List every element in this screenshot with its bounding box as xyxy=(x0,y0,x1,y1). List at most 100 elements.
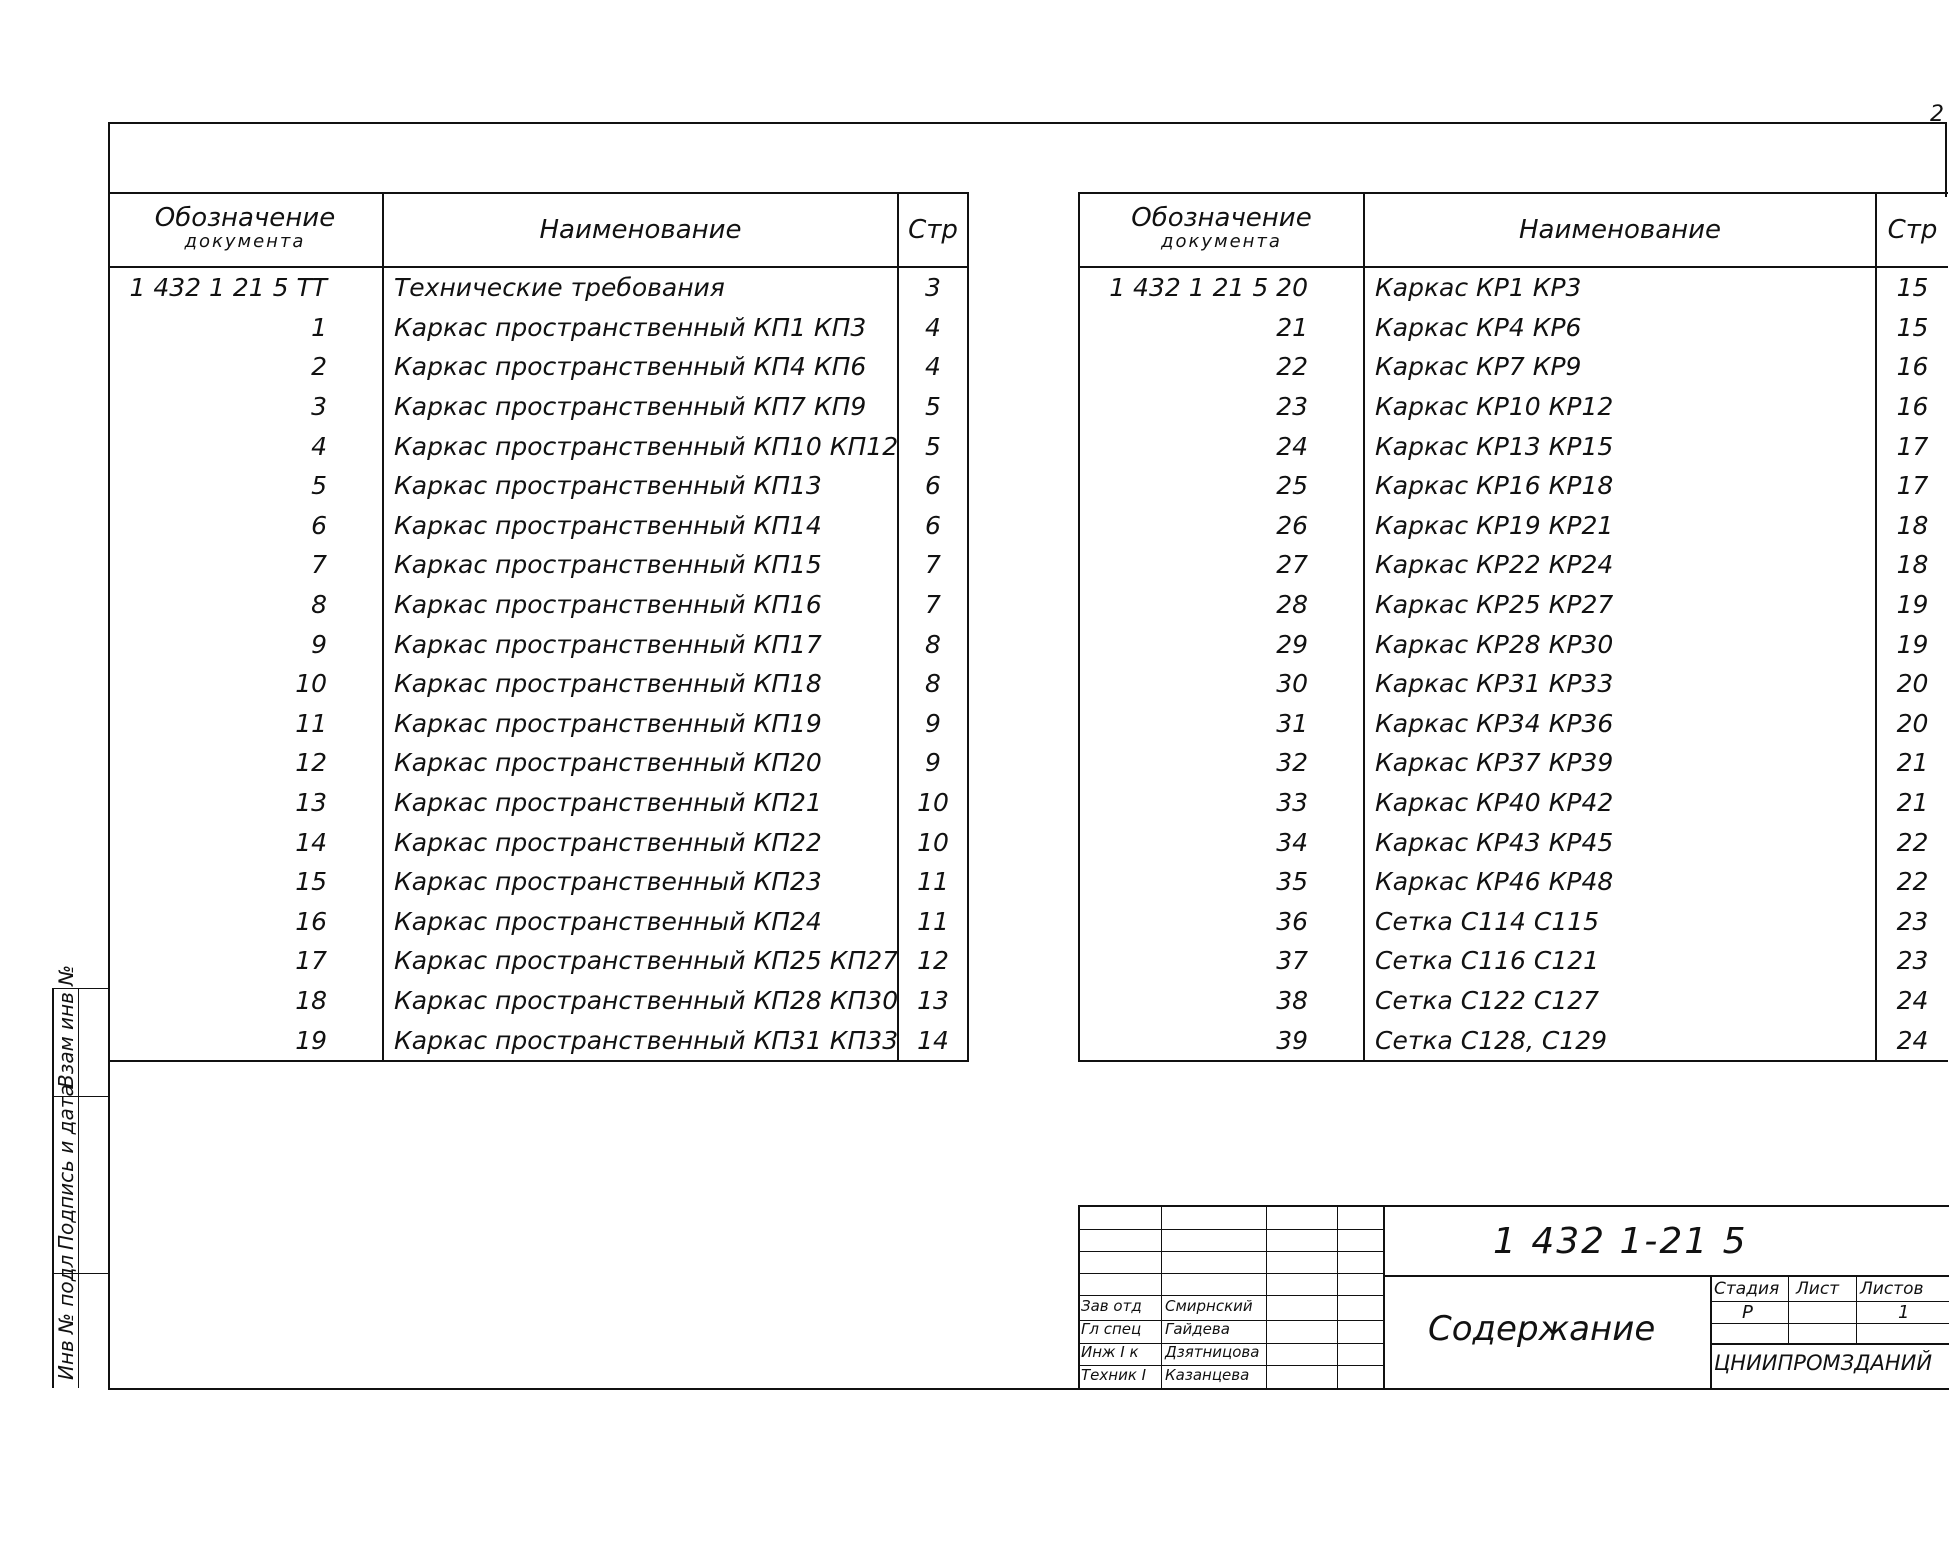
row-designation: 39 xyxy=(1079,1020,1365,1061)
row-name: Каркас пространственный КП18 xyxy=(383,663,899,704)
row-name: Каркас КР37 КР39 xyxy=(1364,743,1877,783)
row-designation: 1 xyxy=(108,307,384,348)
header-designation-line2: документа xyxy=(1161,231,1282,252)
row-designation: 36 xyxy=(1079,901,1365,942)
row-name: Каркас КР25 КР27 xyxy=(1364,584,1877,625)
row-name: Каркас пространственный КП25 КП27 xyxy=(383,941,899,981)
row-name: Каркас пространственный КП22 xyxy=(383,822,899,862)
row-name: Каркас пространственный КП17 xyxy=(383,624,899,664)
row-name: Каркас КР34 КР36 xyxy=(1364,703,1877,744)
row-designation: 33 xyxy=(1079,782,1365,823)
row-page: 4 xyxy=(925,352,941,382)
row-page: 6 xyxy=(925,471,941,501)
row-name: Каркас КР28 КР30 xyxy=(1364,624,1877,664)
row-designation: 8 xyxy=(108,584,384,625)
row-page: 17 xyxy=(1896,471,1929,501)
sheet-title: Содержание xyxy=(1428,1309,1656,1349)
signer-role: Гл спец xyxy=(1081,1320,1142,1338)
row-designation: 11 xyxy=(108,703,384,744)
stamp-signature-date: Подпись и дата xyxy=(54,1084,78,1250)
signer-role: Техник I xyxy=(1081,1366,1147,1384)
row-designation: 9 xyxy=(108,624,384,664)
row-name: Каркас пространственный КП16 xyxy=(383,584,899,625)
row-page: 12 xyxy=(917,946,949,976)
row-page: 20 xyxy=(1896,669,1929,699)
row-designation: 21 xyxy=(1079,307,1365,348)
row-name: Каркас КР22 КР24 xyxy=(1364,545,1877,585)
row-page: 4 xyxy=(925,312,941,342)
row-page: 5 xyxy=(925,392,941,422)
row-name: Каркас пространственный КП20 xyxy=(383,743,899,783)
row-page: 24 xyxy=(1896,985,1929,1015)
row-name: Каркас пространственный КП19 xyxy=(383,703,899,744)
row-page: 15 xyxy=(1896,273,1929,303)
row-name: Каркас КР10 КР12 xyxy=(1364,386,1877,427)
row-page: 16 xyxy=(1896,392,1929,422)
row-designation: 25 xyxy=(1079,465,1365,506)
row-page: 17 xyxy=(1896,431,1929,461)
row-designation: 37 xyxy=(1079,941,1365,981)
row-name: Сетка С122 С127 xyxy=(1364,980,1877,1021)
stage-label: Стадия xyxy=(1714,1279,1780,1299)
row-name: Каркас пространственный КП7 КП9 xyxy=(383,386,899,427)
row-name: Каркас КР4 КР6 xyxy=(1364,307,1877,348)
column-header-page: Стр xyxy=(1876,193,1948,268)
frame-right-edge xyxy=(1945,122,1947,197)
column-header-designation: Обозначение документа xyxy=(1079,193,1365,268)
row-page: 19 xyxy=(1896,590,1929,620)
row-name: Каркас КР31 КР33 xyxy=(1364,663,1877,704)
row-page: 22 xyxy=(1896,827,1929,857)
row-name: Каркас КР40 КР42 xyxy=(1364,782,1877,823)
row-page: 11 xyxy=(917,906,949,936)
row-name: Каркас пространственный КП10 КП12 xyxy=(383,426,899,466)
page-number: 2 xyxy=(1930,102,1944,127)
row-designation: 4 xyxy=(108,426,384,466)
row-page: 20 xyxy=(1896,708,1929,738)
row-name: Сетка С128, С129 xyxy=(1364,1020,1877,1061)
row-designation: 35 xyxy=(1079,861,1365,902)
row-designation: 26 xyxy=(1079,505,1365,546)
stamp-inv-original: Инв № подл xyxy=(54,1254,78,1380)
contents-table-right: Обозначение документа Наименование Стр 1… xyxy=(1078,192,1948,1062)
row-designation: 28 xyxy=(1079,584,1365,625)
row-page: 24 xyxy=(1896,1025,1929,1055)
row-designation: 32 xyxy=(1079,743,1365,783)
signer-name: Гайдева xyxy=(1165,1320,1230,1338)
contents-table-left: Обозначение документа Наименование Стр 1… xyxy=(108,192,969,1062)
row-name: Каркас пространственный КП23 xyxy=(383,861,899,902)
row-designation: 18 xyxy=(108,980,384,1021)
row-name: Сетка С114 С115 xyxy=(1364,901,1877,942)
document-number: 1 432 1-21 5 xyxy=(1493,1221,1748,1262)
row-page: 11 xyxy=(917,867,949,897)
row-designation: 16 xyxy=(108,901,384,942)
row-page: 9 xyxy=(925,708,941,738)
row-designation: 19 xyxy=(108,1020,384,1061)
row-designation: 7 xyxy=(108,545,384,585)
row-designation: 10 xyxy=(108,663,384,704)
row-designation: 30 xyxy=(1079,663,1365,704)
row-name: Каркас КР19 КР21 xyxy=(1364,505,1877,546)
row-designation: 17 xyxy=(108,941,384,981)
header-designation-line1: Обозначение xyxy=(1131,203,1312,233)
signer-name: Казанцева xyxy=(1165,1366,1250,1384)
